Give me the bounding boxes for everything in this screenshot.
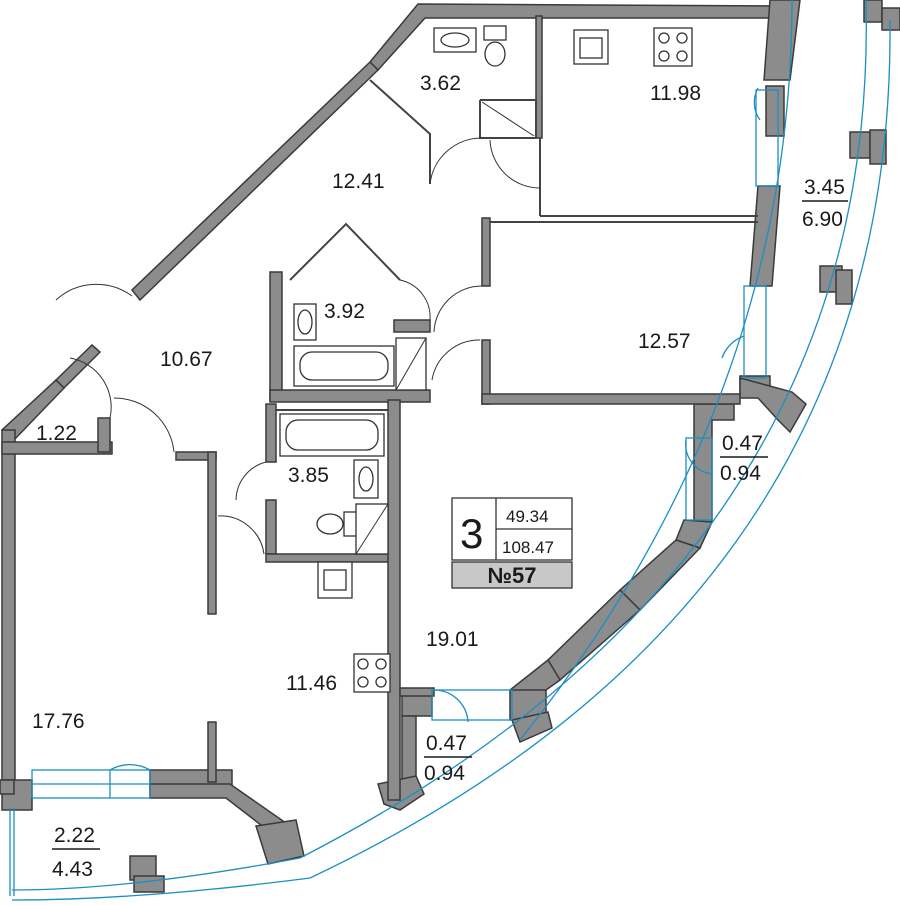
loggia-bottom-small: 0.47 0.94: [424, 732, 472, 785]
glazing: [9, 0, 891, 901]
room-area-hall-top: 12.41: [332, 170, 385, 193]
loggia-right-area: 0.47: [722, 432, 763, 455]
balcony-right-area: 3.45: [804, 176, 845, 199]
fixtures: [279, 25, 693, 693]
apartment-total-area: 108.47: [502, 538, 554, 557]
room-area-kitchen-top: 11.98: [650, 82, 701, 105]
room-area-kitchen-lower: 11.46: [286, 672, 337, 695]
apartment-number: №57: [488, 563, 537, 588]
apartment-rooms-count: 3: [460, 510, 483, 557]
door-swings: [55, 137, 541, 555]
room-area-bedroom-left: 17.76: [32, 710, 85, 733]
balcony-right-total: 6.90: [802, 208, 843, 231]
balcony-right: 3.45 6.90: [802, 176, 848, 231]
loggia-right-total: 0.94: [720, 462, 761, 485]
balcony-bottom-left: 2.22 4.43: [52, 824, 100, 881]
balcony-bottom-area: 2.22: [54, 824, 95, 847]
balcony-bottom-total: 4.43: [52, 858, 93, 881]
room-area-bath-lower: 3.85: [288, 464, 329, 487]
room-area-bedroom-right: 12.57: [638, 330, 691, 353]
loggia-bottom-total: 0.94: [424, 762, 465, 785]
room-area-bath-mid: 3.92: [324, 300, 365, 323]
room-area-living-room: 19.01: [426, 628, 479, 651]
interior-walls: [1, 15, 758, 801]
apartment-info: 3 49.34 108.47 №57: [451, 497, 573, 589]
room-area-wc-top: 3.62: [420, 72, 461, 95]
loggia-bottom-area: 0.47: [426, 732, 467, 755]
room-area-hall-left: 10.67: [160, 348, 213, 371]
room-area-closet: 1.22: [36, 422, 77, 445]
loggia-right-small: 0.47 0.94: [720, 432, 768, 485]
apartment-number-badge: [451, 561, 573, 589]
apartment-living-area: 49.34: [506, 507, 549, 526]
